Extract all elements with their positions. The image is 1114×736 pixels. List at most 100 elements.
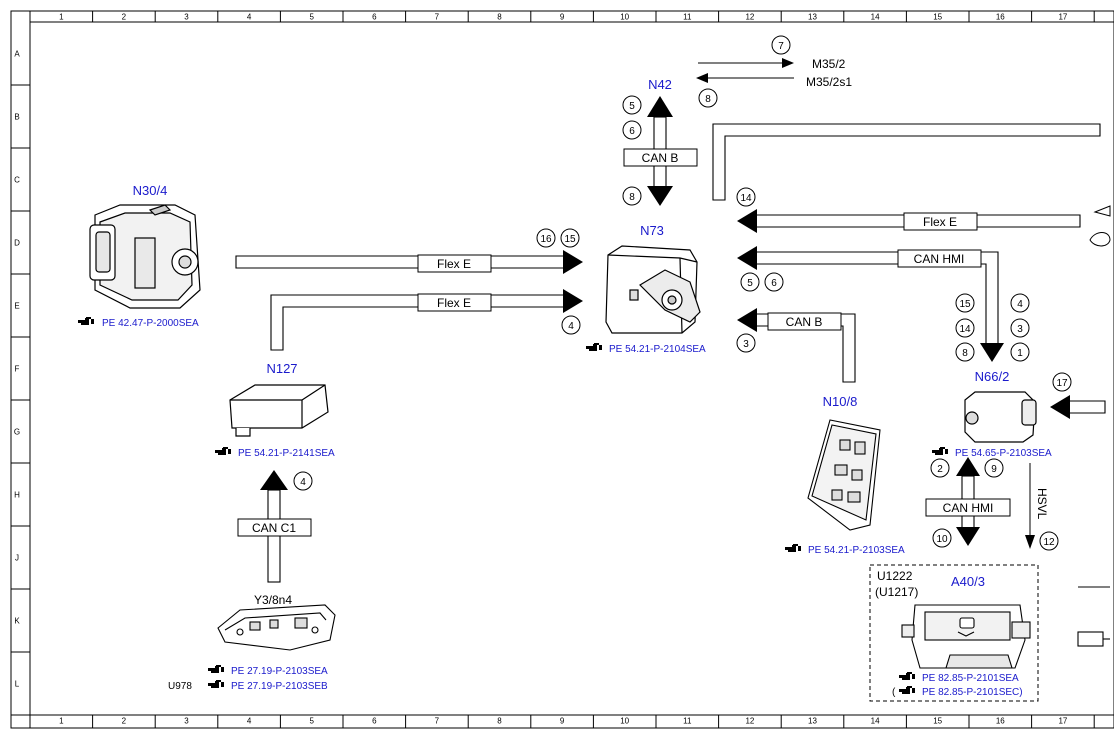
pin-5-n42: 5 [629, 101, 635, 112]
column-number: 4 [247, 717, 252, 726]
pin-6-n42: 6 [629, 126, 635, 137]
row-letter: H [14, 491, 20, 500]
column-number: 11 [683, 717, 692, 726]
n73-drawing [605, 245, 701, 334]
n42-component: N42 CAN B 5 6 8 [622, 77, 698, 206]
pointing-hand-icon [215, 447, 231, 455]
column-number: 16 [996, 717, 1005, 726]
can-hmi-link-2: CAN HMI 2 9 10 [925, 457, 1011, 548]
pin-5-n73: 5 [747, 278, 753, 289]
n10-8-reference[interactable]: PE 54.21-P-2103SEA [808, 545, 905, 556]
n30-4-reference[interactable]: PE 42.47-P-2000SEA [102, 318, 199, 329]
pointing-hand-icon [932, 447, 948, 455]
pin-4-n127: 4 [300, 477, 306, 488]
column-number: 1 [59, 13, 64, 22]
pin-15-n73: 15 [564, 234, 576, 245]
pin-14-n73: 14 [740, 193, 752, 204]
row-letter: C [14, 176, 20, 185]
pin-4-n73: 4 [568, 321, 574, 332]
n30-4-label: N30/4 [133, 183, 168, 198]
pin-3-n66: 3 [1017, 324, 1023, 335]
hsvl-link: HSVL 12 [1025, 463, 1059, 551]
column-number: 6 [372, 717, 377, 726]
a40-3-component: U1222 (U1217) A40/3 PE 82.85-P-2101SEA (… [869, 564, 1039, 702]
column-number: 7 [435, 13, 440, 22]
pin-14-n66: 14 [959, 324, 971, 335]
pin-3-n73: 3 [743, 339, 749, 350]
column-number: 8 [497, 717, 502, 726]
row-letter: L [15, 680, 20, 689]
column-number: 5 [309, 717, 314, 726]
column-number: 10 [620, 717, 629, 726]
row-letter: A [14, 50, 20, 59]
y3-8n4-label: Y3/8n4 [254, 593, 292, 607]
a40-3-label: A40/3 [951, 574, 985, 589]
column-number: 13 [808, 13, 817, 22]
n127-drawing [229, 384, 329, 437]
can-hmi-label-2: CAN HMI [943, 501, 994, 515]
n66-2-component: N66/2 PE 54.65-P-2103SEA [932, 369, 1052, 459]
arrow-head-up [260, 470, 288, 490]
can-b-label-n42: CAN B [642, 151, 679, 165]
y3-8n4-reference-2[interactable]: PE 27.19-P-2103SEB [231, 681, 328, 692]
row-letter: E [14, 302, 19, 311]
flex-e-link-2: Flex E 4 [270, 289, 583, 351]
y3-8n4-reference-1[interactable]: PE 27.19-P-2103SEA [231, 666, 328, 677]
n66-2-drawing [964, 391, 1037, 443]
column-number: 16 [996, 13, 1005, 22]
can-c1-link: CAN C1 4 [237, 470, 313, 583]
a40-3-reference-2[interactable]: PE 82.85-P-2101SEC) [922, 687, 1023, 698]
column-number: 2 [122, 717, 127, 726]
pointing-hand-icon [208, 680, 224, 688]
column-number: 5 [309, 13, 314, 22]
n10-8-label: N10/8 [823, 394, 858, 409]
n127-reference[interactable]: PE 54.21-P-2141SEA [238, 448, 335, 459]
n66-2-reference[interactable]: PE 54.65-P-2103SEA [955, 448, 1052, 459]
pin-2: 2 [937, 464, 943, 475]
column-number: 17 [1058, 13, 1067, 22]
row-letter: G [14, 428, 20, 437]
column-number: 10 [620, 13, 629, 22]
column-number: 12 [745, 13, 754, 22]
column-number: 14 [871, 717, 880, 726]
row-letter: J [15, 554, 19, 563]
pointing-hand-icon [899, 672, 915, 680]
can-b-link-2: CAN B 3 [736, 308, 856, 383]
pin-6-n73: 6 [771, 278, 777, 289]
pin-4-n66: 4 [1017, 299, 1023, 310]
m35-links: 7 8 M35/2 M35/2s1 [696, 35, 852, 108]
n30-4-component: N30/4 PE 42.47-P-2000SEA [78, 183, 201, 329]
arrow-head-down [647, 186, 673, 206]
pin-17: 17 [1056, 378, 1068, 389]
column-number: 12 [745, 717, 754, 726]
row-letter: F [15, 365, 20, 374]
top-right-link [712, 123, 1101, 201]
m35-2s1-label: M35/2s1 [806, 75, 852, 89]
y3-8n4-code: U978 [168, 681, 192, 692]
pin-8-n42: 8 [629, 192, 635, 203]
column-number: 3 [184, 13, 189, 22]
a40-3-drawing [901, 604, 1031, 669]
a40-3-reference-1[interactable]: PE 82.85-P-2101SEA [922, 673, 1019, 684]
y3-8n4-drawing [217, 604, 336, 651]
flex-e-label-3: Flex E [923, 215, 957, 229]
pin-16: 16 [540, 234, 552, 245]
pin-15-n66: 15 [959, 299, 971, 310]
can-b-label-2: CAN B [786, 315, 823, 329]
column-number: 9 [560, 717, 565, 726]
arrow-head-up [647, 96, 673, 117]
right-edge-partial [1077, 586, 1110, 647]
pin-17-link: 17 [1050, 372, 1106, 419]
flex-e-link-3: Flex E 14 [736, 187, 1111, 247]
column-number: 3 [184, 717, 189, 726]
column-number: 13 [808, 717, 817, 726]
n30-4-drawing [89, 204, 201, 309]
n73-reference[interactable]: PE 54.21-P-2104SEA [609, 344, 706, 355]
flex-e-label-2: Flex E [437, 296, 471, 310]
flex-e-link-1: Flex E 16 15 [235, 228, 583, 274]
pointing-hand-icon [899, 686, 915, 694]
n73-component: N73 PE 54.21-P-2104SEA [586, 223, 706, 355]
column-number: 14 [871, 13, 880, 22]
